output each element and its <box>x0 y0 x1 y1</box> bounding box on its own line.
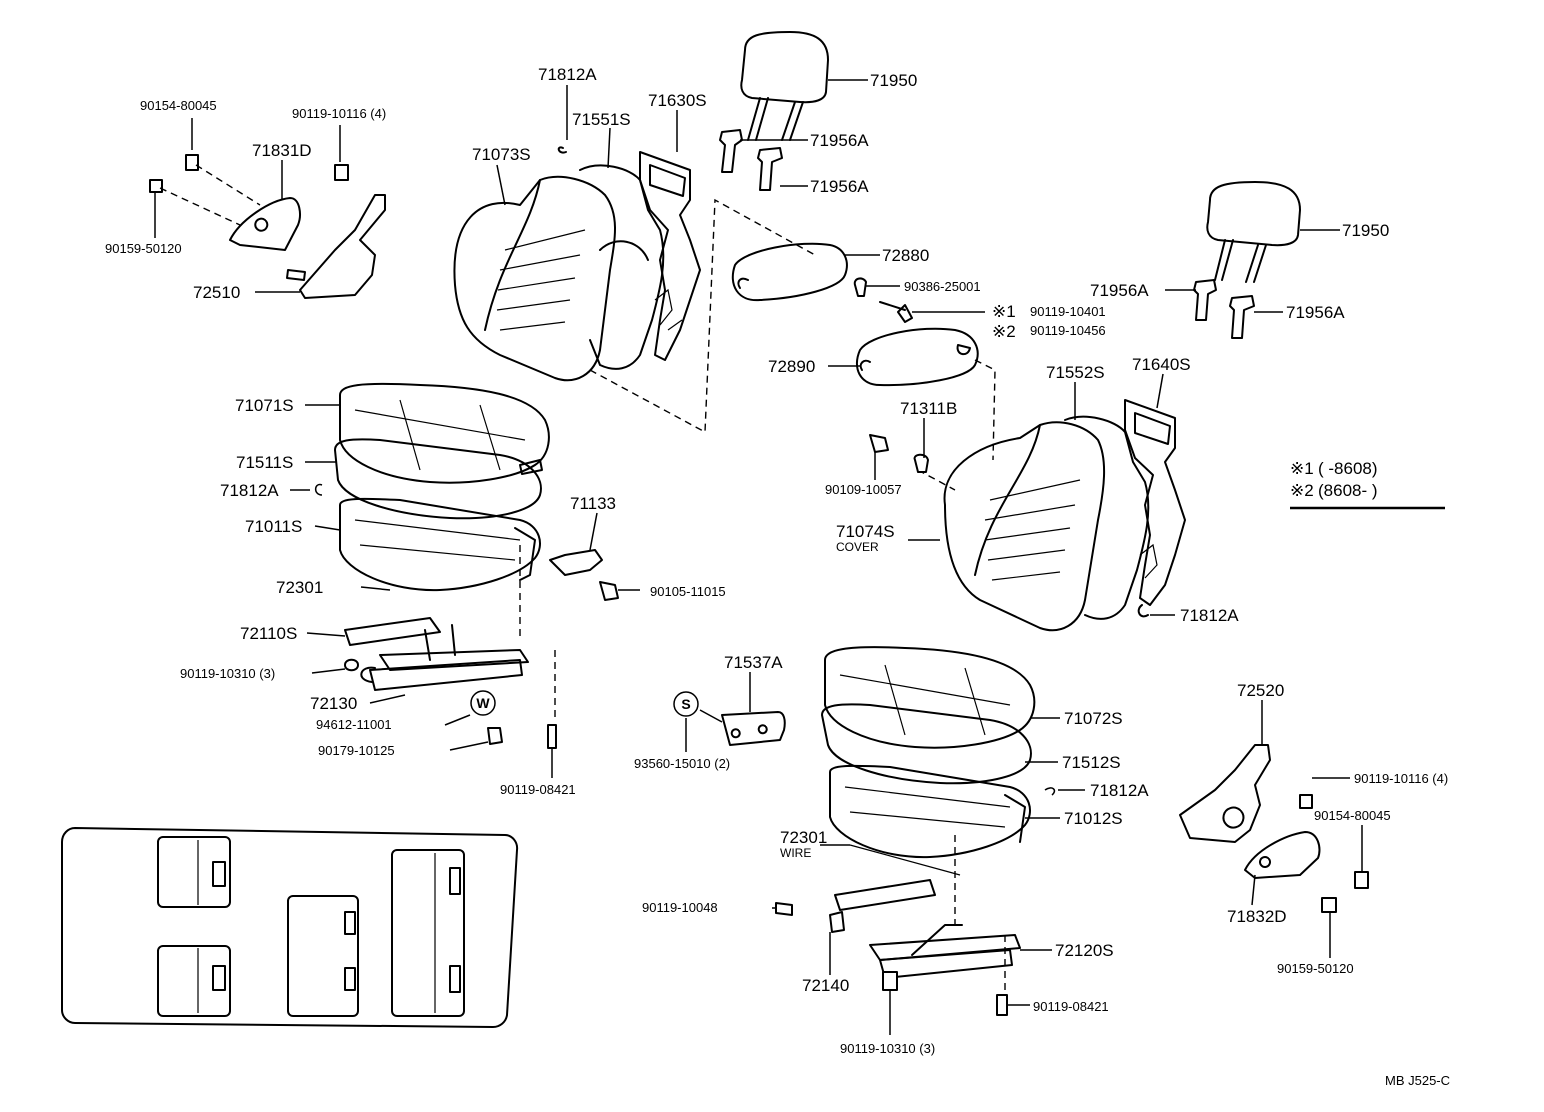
label-71537A: 71537A <box>724 653 783 672</box>
label-71812A-top: 71812A <box>538 65 597 84</box>
circle-s-text: S <box>681 696 690 712</box>
label-90154-80045-left: 90154-80045 <box>140 98 217 113</box>
legend-row2-range: (8608- ) <box>1318 481 1378 500</box>
label-72120S: 72120S <box>1055 941 1114 960</box>
label-72130: 72130 <box>310 694 357 713</box>
leader-lines <box>154 79 1363 1035</box>
label-71630S: 71630S <box>648 91 707 110</box>
seatback-right <box>943 399 1186 632</box>
label-mark1-symbol: ※1 <box>992 302 1016 321</box>
label-90119-08421-left: 90119-08421 <box>500 782 576 797</box>
label-71012S: 71012S <box>1064 809 1123 828</box>
label-90119-10401: 90119-10401 <box>1030 304 1106 319</box>
label-71956A-4: 71956A <box>1286 303 1345 322</box>
label-71956A-3: 71956A <box>1090 281 1149 300</box>
label-71551S: 71551S <box>572 110 631 129</box>
label-72301-right: 72301 <box>780 828 827 847</box>
legend-row1-range: ( -8608) <box>1318 459 1378 478</box>
headrest-right <box>1206 181 1301 283</box>
headrest-guides <box>719 129 1255 339</box>
label-71640S: 71640S <box>1132 355 1191 374</box>
headrest-upper <box>740 31 829 141</box>
label-90179-10125: 90179-10125 <box>318 743 395 758</box>
seat-track-left <box>344 545 619 749</box>
label-71072S: 71072S <box>1064 709 1123 728</box>
label-71552S: 71552S <box>1046 363 1105 382</box>
label-71812A-right: 71812A <box>1180 606 1239 625</box>
serial-range-legend: ※1 ( -8608) ※2 (8608- ) <box>1290 459 1445 510</box>
label-71956A-2: 71956A <box>810 177 869 196</box>
circle-w-callout: W <box>470 690 496 716</box>
label-71812A-left: 71812A <box>220 481 279 500</box>
label-90105-11015: 90105-11015 <box>650 584 726 599</box>
part-labels: 71812A 71950 90154-80045 90119-10116 (4)… <box>105 65 1448 1056</box>
legend-row2-symbol: ※2 <box>1290 481 1314 500</box>
label-71074S: 71074S <box>836 522 895 541</box>
label-mark2-symbol: ※2 <box>992 322 1016 341</box>
label-90109-10057: 90109-10057 <box>825 482 902 497</box>
label-93560-15010: 93560-15010 (2) <box>634 756 730 771</box>
label-72520: 72520 <box>1237 681 1284 700</box>
label-72110S: 72110S <box>240 624 297 643</box>
label-71832D: 71832D <box>1227 907 1287 926</box>
label-72140: 72140 <box>802 976 849 995</box>
label-71831D: 71831D <box>252 141 312 160</box>
label-90159-50120-left: 90159-50120 <box>105 241 182 256</box>
cushion-right <box>821 646 1036 859</box>
label-71074S-cover: COVER <box>836 540 879 554</box>
cushion-left <box>334 382 550 592</box>
circle-s-callout: S <box>673 691 699 717</box>
label-90119-10456: 90119-10456 <box>1030 323 1106 338</box>
label-90119-10310-right: 90119-10310 (3) <box>840 1041 935 1056</box>
label-71950-upper: 71950 <box>870 71 917 90</box>
label-90119-08421-right: 90119-08421 <box>1033 999 1109 1014</box>
label-71511S: 71511S <box>236 453 293 472</box>
label-71812A-bottom: 71812A <box>1090 781 1149 800</box>
recliner-cover-right <box>1179 744 1369 913</box>
label-71311B: 71311B <box>900 399 957 418</box>
label-90119-10116-right: 90119-10116 (4) <box>1354 771 1448 786</box>
label-72301-wire: WIRE <box>780 846 811 860</box>
label-90154-80045-right: 90154-80045 <box>1314 808 1391 823</box>
label-71512S: 71512S <box>1062 753 1121 772</box>
label-72890: 72890 <box>768 357 815 376</box>
label-90119-10310-left: 90119-10310 (3) <box>180 666 275 681</box>
circle-w-text: W <box>476 695 490 711</box>
label-72510: 72510 <box>193 283 240 302</box>
label-90159-50120-right: 90159-50120 <box>1277 961 1354 976</box>
label-71071S: 71071S <box>235 396 294 415</box>
label-71950-right: 71950 <box>1342 221 1389 240</box>
bracket-71537A <box>721 711 786 746</box>
label-72880: 72880 <box>882 246 929 265</box>
recliner-cover-left <box>149 154 386 299</box>
label-94612-11001: 94612-11001 <box>316 717 392 732</box>
legend-row1-symbol: ※1 <box>1290 459 1314 478</box>
armrests <box>731 242 979 387</box>
label-71073S: 71073S <box>472 145 531 164</box>
label-90119-10116-left: 90119-10116 (4) <box>292 106 386 121</box>
seatback-left <box>453 146 701 382</box>
label-71133: 71133 <box>570 494 616 513</box>
label-71956A-1: 71956A <box>810 131 869 150</box>
label-90386-25001: 90386-25001 <box>904 279 981 294</box>
label-71011S: 71011S <box>245 517 302 536</box>
diagram-code: MB J525-C <box>1385 1073 1450 1088</box>
label-72301-left: 72301 <box>276 578 323 597</box>
label-90119-10048: 90119-10048 <box>642 900 718 915</box>
seat-track-right <box>775 835 1021 1016</box>
knob-parts <box>869 434 929 473</box>
vehicle-seat-layout-inset <box>61 827 519 1028</box>
